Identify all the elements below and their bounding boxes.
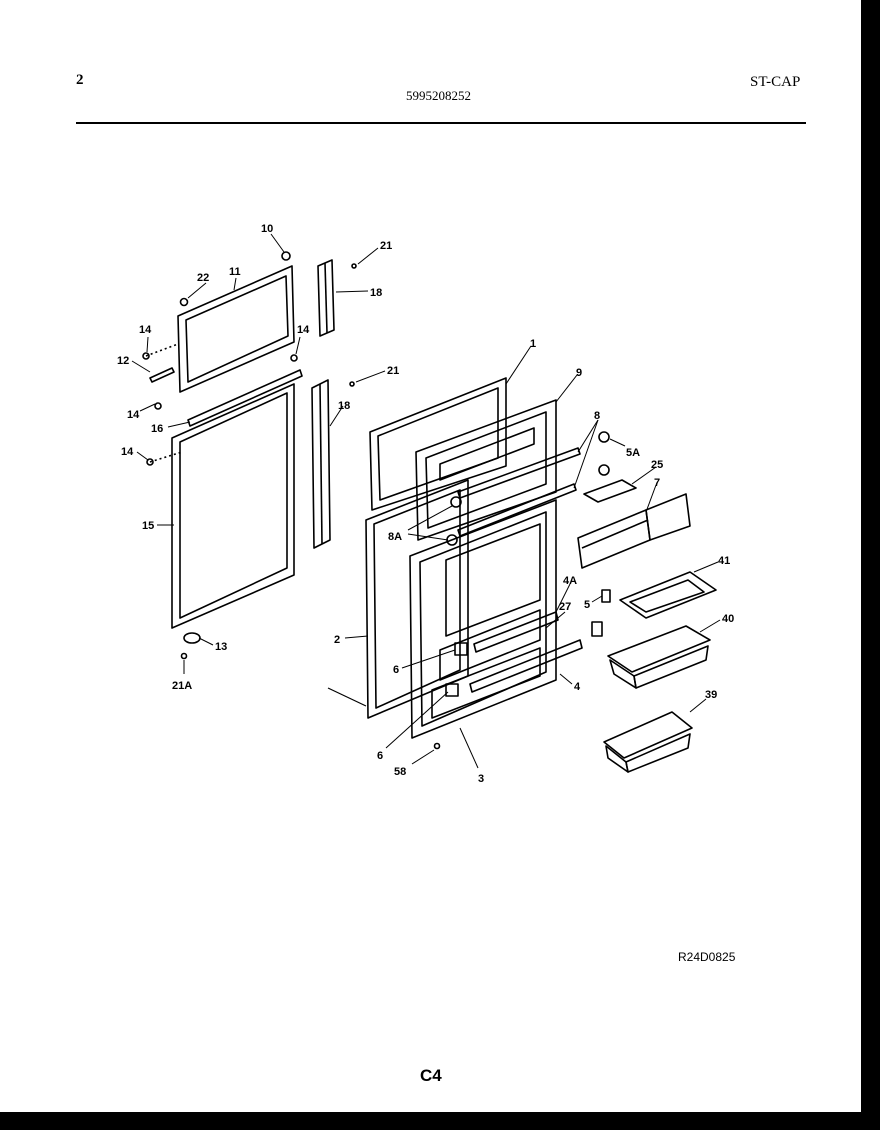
callout-8: 8 xyxy=(594,410,600,422)
part-6-lower xyxy=(445,683,459,697)
callout-27: 27 xyxy=(559,601,571,613)
part-5 xyxy=(601,589,611,603)
callout-58: 58 xyxy=(394,766,406,778)
callout-18-lower: 18 xyxy=(338,400,350,412)
screw-14c xyxy=(154,402,162,410)
callout-41: 41 xyxy=(718,555,730,567)
trim-strip xyxy=(187,369,303,427)
part-58 xyxy=(433,742,441,750)
section-label: C4 xyxy=(420,1066,442,1085)
screw-21-upper xyxy=(351,263,357,269)
callout-15: 15 xyxy=(142,520,154,532)
screw-14b xyxy=(290,354,298,362)
callout-5: 5 xyxy=(584,599,590,611)
callout-14-d: 14 xyxy=(121,446,134,458)
dairy-lid xyxy=(583,479,637,503)
callout-14-a: 14 xyxy=(139,324,152,336)
freezer-inner-liner xyxy=(415,399,557,541)
door-shelf-bar-upper xyxy=(473,611,559,653)
callout-5a: 5A xyxy=(626,447,640,459)
part-13 xyxy=(183,632,201,644)
callout-1: 1 xyxy=(530,338,536,350)
scan-border-bottom xyxy=(0,1112,880,1130)
callout-6-upper: 6 xyxy=(393,664,399,676)
part-8a-upper xyxy=(450,496,462,508)
callout-13: 13 xyxy=(215,641,227,653)
screw-14d xyxy=(146,458,154,466)
callout-2: 2 xyxy=(334,634,340,646)
part-27 xyxy=(591,621,603,637)
lower-door-handle xyxy=(311,379,331,549)
callout-3: 3 xyxy=(478,773,484,785)
freezer-door-gasket xyxy=(177,265,295,393)
callout-21a: 21A xyxy=(172,680,192,692)
callout-7: 7 xyxy=(654,477,660,489)
callout-40: 40 xyxy=(722,613,734,625)
callout-6-lower: 6 xyxy=(377,750,383,762)
callout-16: 16 xyxy=(151,423,163,435)
drawing-reference-code: R24D0825 xyxy=(678,950,736,964)
callout-9: 9 xyxy=(576,367,582,379)
fresh-food-door-liner xyxy=(409,499,557,739)
callout-39: 39 xyxy=(705,689,717,701)
callout-8a: 8A xyxy=(388,531,402,543)
part-5a-lower xyxy=(598,464,610,476)
door-shelf-bar-lower xyxy=(469,639,583,693)
callout-21-lower: 21 xyxy=(387,365,399,377)
screw-10 xyxy=(281,251,291,261)
part-21a xyxy=(180,652,188,660)
screw-21-lower xyxy=(349,381,355,387)
callout-22: 22 xyxy=(197,272,209,284)
callout-14-b: 14 xyxy=(297,324,310,336)
upper-door-handle xyxy=(317,259,335,337)
callout-12: 12 xyxy=(117,355,129,367)
screw-22 xyxy=(179,297,189,307)
shelf-cover xyxy=(619,571,717,619)
fresh-food-door-gasket xyxy=(171,383,295,629)
screw-14a xyxy=(142,352,150,360)
butter-compartment xyxy=(577,493,691,569)
document-number: 5995208252 xyxy=(406,88,471,103)
part-6-upper xyxy=(454,642,468,656)
callout-14-c: 14 xyxy=(127,409,140,421)
hinge-bracket xyxy=(149,367,175,383)
header-rule xyxy=(76,122,806,124)
callout-18-upper: 18 xyxy=(370,287,382,299)
callout-4a: 4A xyxy=(563,575,577,587)
callout-11: 11 xyxy=(229,266,241,278)
callout-10: 10 xyxy=(261,223,273,235)
model-code: ST-CAP xyxy=(750,74,801,90)
page-number: 2 xyxy=(76,72,84,88)
scan-border-right xyxy=(861,0,880,1130)
callout-21-upper: 21 xyxy=(380,240,392,252)
door-bin-large xyxy=(603,711,693,773)
callout-25: 25 xyxy=(651,459,663,471)
callout-4: 4 xyxy=(574,681,581,693)
part-5a-upper xyxy=(598,431,610,443)
door-bin-medium xyxy=(607,625,711,689)
